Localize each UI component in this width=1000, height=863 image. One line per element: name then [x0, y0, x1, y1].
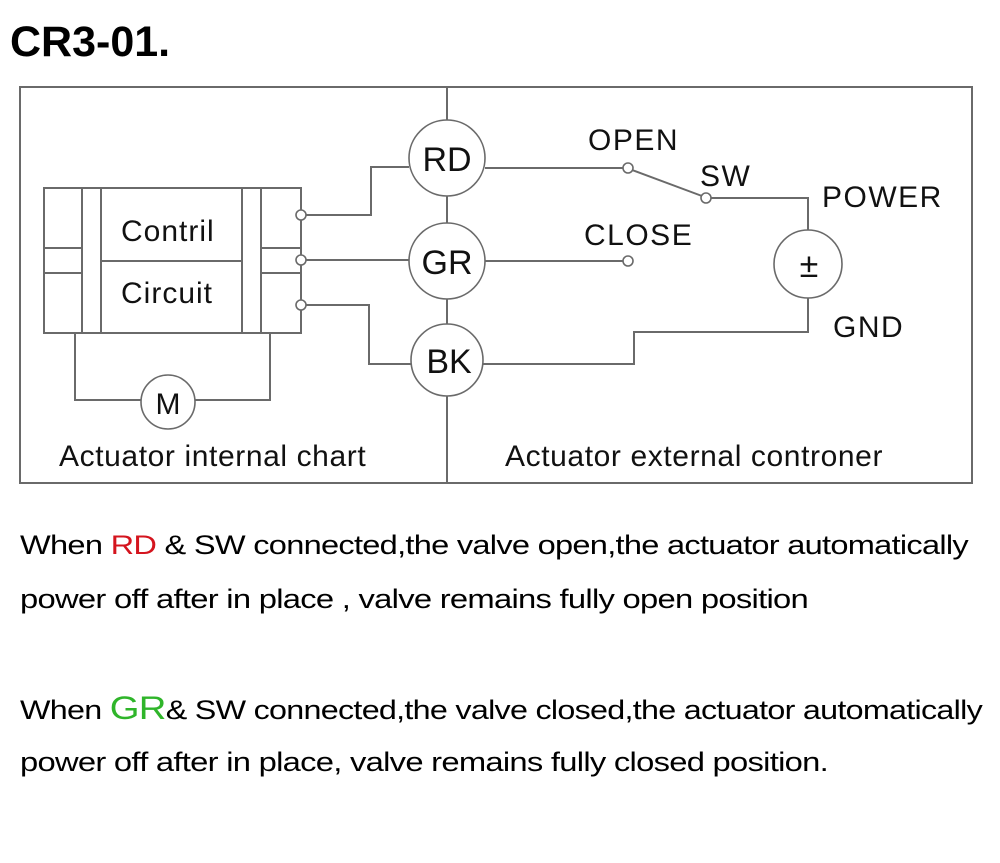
note-2-gr-highlight: GR [109, 690, 167, 726]
note-1-line-1: When RD & SW connected,the valve open,th… [20, 530, 969, 561]
open-label: OPEN [588, 124, 679, 157]
note-2-prefix: When [20, 695, 110, 725]
internal-chart-caption: Actuator internal chart [59, 440, 366, 473]
motor-symbol [140, 374, 196, 430]
note-1-rest: & SW connected,the valve open,the actuat… [156, 530, 969, 560]
note-2-line-1: When GR& SW connected,the valve closed,t… [20, 690, 983, 727]
switch-label: SW [700, 160, 751, 193]
gnd-wire [483, 298, 809, 365]
terminal-rd [295, 209, 307, 221]
gnd-label: GND [833, 311, 904, 344]
motor-circuit [74, 333, 271, 430]
control-circuit-label-line1: Contril [121, 215, 215, 248]
rd-connector [408, 119, 486, 197]
power-wire [711, 197, 809, 230]
note-1-prefix: When [20, 530, 111, 560]
power-label: POWER [822, 181, 943, 214]
close-label: CLOSE [584, 219, 693, 252]
note-2-line-2: power off after in place, valve remains … [20, 747, 829, 777]
switch-blade [631, 169, 703, 197]
control-circuit-block [43, 187, 302, 334]
bk-wire-internal [301, 304, 411, 365]
rd-connector-label: RD [422, 141, 471, 179]
terminal-bk [295, 299, 307, 311]
rd-wire-internal [301, 166, 409, 216]
note-1-line-2: power off after in place , valve remains… [20, 584, 809, 614]
power-symbol: ± [800, 247, 819, 285]
external-controller-caption: Actuator external controner [505, 440, 883, 473]
wiring-diagram: Contril Circuit M RD GR BK OPEN SW CLOSE… [19, 86, 973, 484]
gr-connector-label: GR [422, 244, 473, 282]
bk-connector-label: BK [426, 343, 472, 381]
open-terminal [622, 162, 634, 174]
note-1-rd-highlight: RD [110, 530, 157, 560]
switch-pivot [700, 192, 712, 204]
diagram-frame [19, 86, 973, 484]
page-title: CR3-01. [10, 18, 171, 66]
close-terminal [622, 255, 634, 267]
bk-connector [410, 323, 484, 397]
control-circuit-label-line2: Circuit [121, 277, 213, 310]
note-2-rest: & SW connected,the valve closed,the actu… [165, 695, 983, 725]
motor-label: M [156, 388, 181, 421]
terminal-gr [295, 254, 307, 266]
